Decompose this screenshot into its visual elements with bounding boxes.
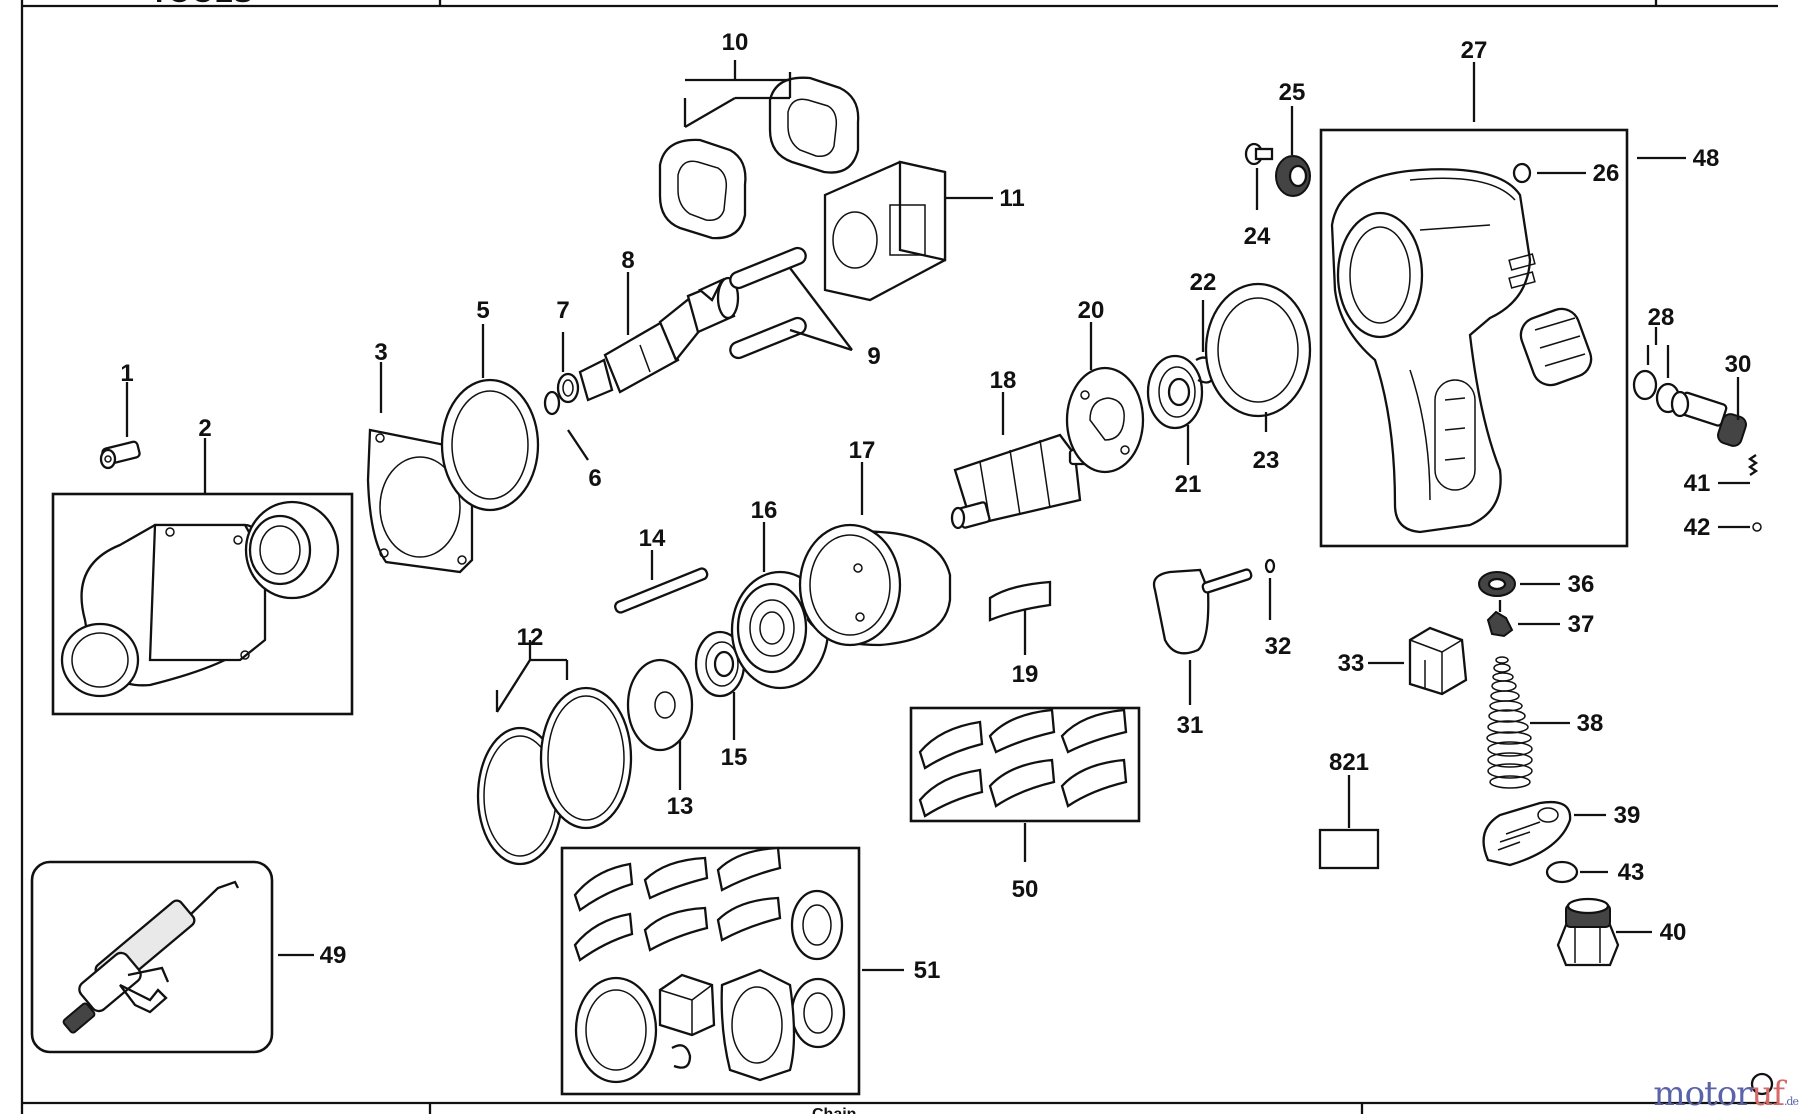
part-24-pin xyxy=(1244,142,1274,166)
callout-30: 30 xyxy=(1725,351,1752,378)
callout-27: 27 xyxy=(1461,37,1488,64)
part-49-oiler-tool xyxy=(62,880,240,1034)
callout-19: 19 xyxy=(1012,661,1039,688)
copyright-mark xyxy=(1750,1072,1774,1096)
callout-9: 9 xyxy=(867,343,880,370)
part-38-spring xyxy=(1486,656,1533,789)
part-10-hammers xyxy=(658,76,860,240)
callout-2: 2 xyxy=(198,415,211,442)
callout-6: 6 xyxy=(588,465,601,492)
part-51-box xyxy=(560,846,861,1096)
callout-42: 42 xyxy=(1684,514,1711,541)
callout-48: 48 xyxy=(1693,145,1720,172)
callout-43: 43 xyxy=(1618,859,1645,886)
callout-821: 821 xyxy=(1329,749,1369,776)
callout-28: 28 xyxy=(1648,304,1675,331)
part-20-rear-plate xyxy=(1065,366,1145,474)
part-18-rotor xyxy=(950,433,1090,530)
part-39-exhaust-cover xyxy=(1482,801,1572,867)
callout-15: 15 xyxy=(721,744,748,771)
part-49-box xyxy=(30,860,274,1054)
part-19-vane xyxy=(988,580,1052,622)
callout-51: 51 xyxy=(914,957,941,984)
watermark-tld: .de xyxy=(1783,1095,1799,1108)
callout-40: 40 xyxy=(1660,919,1687,946)
part-7-ring xyxy=(556,372,580,404)
callout-13: 13 xyxy=(667,793,694,820)
part-26-plug xyxy=(1512,162,1532,184)
part-23-gasket xyxy=(1204,282,1312,418)
callout-24: 24 xyxy=(1244,223,1271,250)
callout-12: 12 xyxy=(517,624,544,651)
callout-31: 31 xyxy=(1177,712,1204,739)
part-21-bearing xyxy=(1146,354,1204,430)
part-32-ring xyxy=(1264,558,1276,574)
callout-23: 23 xyxy=(1253,447,1280,474)
part-11-hammer-cage xyxy=(823,160,947,302)
callout-16: 16 xyxy=(751,497,778,524)
part-27-box xyxy=(1319,128,1629,548)
callout-18: 18 xyxy=(990,367,1017,394)
part-5-o-ring xyxy=(440,378,540,512)
part-50-box xyxy=(909,706,1141,823)
watermark-primary: motor xyxy=(1653,1074,1752,1114)
part-1-screw xyxy=(99,440,141,470)
part-14-rod xyxy=(614,567,709,614)
callout-7: 7 xyxy=(556,297,569,324)
callout-14: 14 xyxy=(639,525,666,552)
callout-38: 38 xyxy=(1577,710,1604,737)
callout-8: 8 xyxy=(621,247,634,274)
part-821-label xyxy=(1318,828,1380,870)
callout-49: 49 xyxy=(320,942,347,969)
callout-21: 21 xyxy=(1175,471,1202,498)
part-33-filter xyxy=(1408,626,1468,696)
callout-37: 37 xyxy=(1568,611,1595,638)
callout-22: 22 xyxy=(1190,269,1217,296)
part-42-ball xyxy=(1752,522,1762,532)
part-43-o-ring xyxy=(1545,860,1579,884)
part-30-valve xyxy=(1670,390,1747,447)
part-12-seals xyxy=(476,686,633,866)
callout-26: 26 xyxy=(1593,160,1620,187)
part-15-bearing xyxy=(694,630,746,698)
part-51-service-kit xyxy=(573,846,846,1084)
callout-5: 5 xyxy=(476,297,489,324)
footer-text: Chain xyxy=(812,1106,856,1114)
callout-39: 39 xyxy=(1614,802,1641,829)
part-9-pins xyxy=(729,246,807,360)
callout-25: 25 xyxy=(1279,79,1306,106)
part-13-washer xyxy=(626,658,694,752)
callout-1: 1 xyxy=(120,360,133,387)
part-27-housing xyxy=(1330,168,1593,534)
part-6-ring xyxy=(543,390,561,416)
part-50-vane-set xyxy=(918,708,1128,818)
callout-41: 41 xyxy=(1684,470,1711,497)
callout-32: 32 xyxy=(1265,633,1292,660)
part-17-cylinder xyxy=(798,523,952,647)
part-31-trigger xyxy=(1152,568,1253,655)
callout-36: 36 xyxy=(1568,571,1595,598)
part-8-anvil xyxy=(578,276,740,402)
callout-20: 20 xyxy=(1078,297,1105,324)
part-25-knob xyxy=(1275,155,1311,197)
callout-33: 33 xyxy=(1338,650,1365,677)
part-28-o-rings xyxy=(1632,369,1681,414)
callout-3: 3 xyxy=(374,339,387,366)
part-36-seat xyxy=(1478,571,1516,597)
part-41-spring xyxy=(1747,454,1759,476)
callout-17: 17 xyxy=(849,437,876,464)
drawing-frame xyxy=(20,0,1778,1114)
watermark-accent: uf xyxy=(1751,1074,1784,1114)
part-2-box xyxy=(51,492,354,716)
part-2-hammer-case xyxy=(60,500,340,698)
part-40-inlet-fitting xyxy=(1556,897,1620,967)
callout-10: 10 xyxy=(722,29,749,56)
callout-50: 50 xyxy=(1012,876,1039,903)
watermark-logo: motoruf.de xyxy=(1653,1074,1799,1114)
callout-11: 11 xyxy=(999,185,1024,212)
header-logo-text: TOOLS xyxy=(150,0,253,9)
part-37-valve xyxy=(1486,600,1514,638)
